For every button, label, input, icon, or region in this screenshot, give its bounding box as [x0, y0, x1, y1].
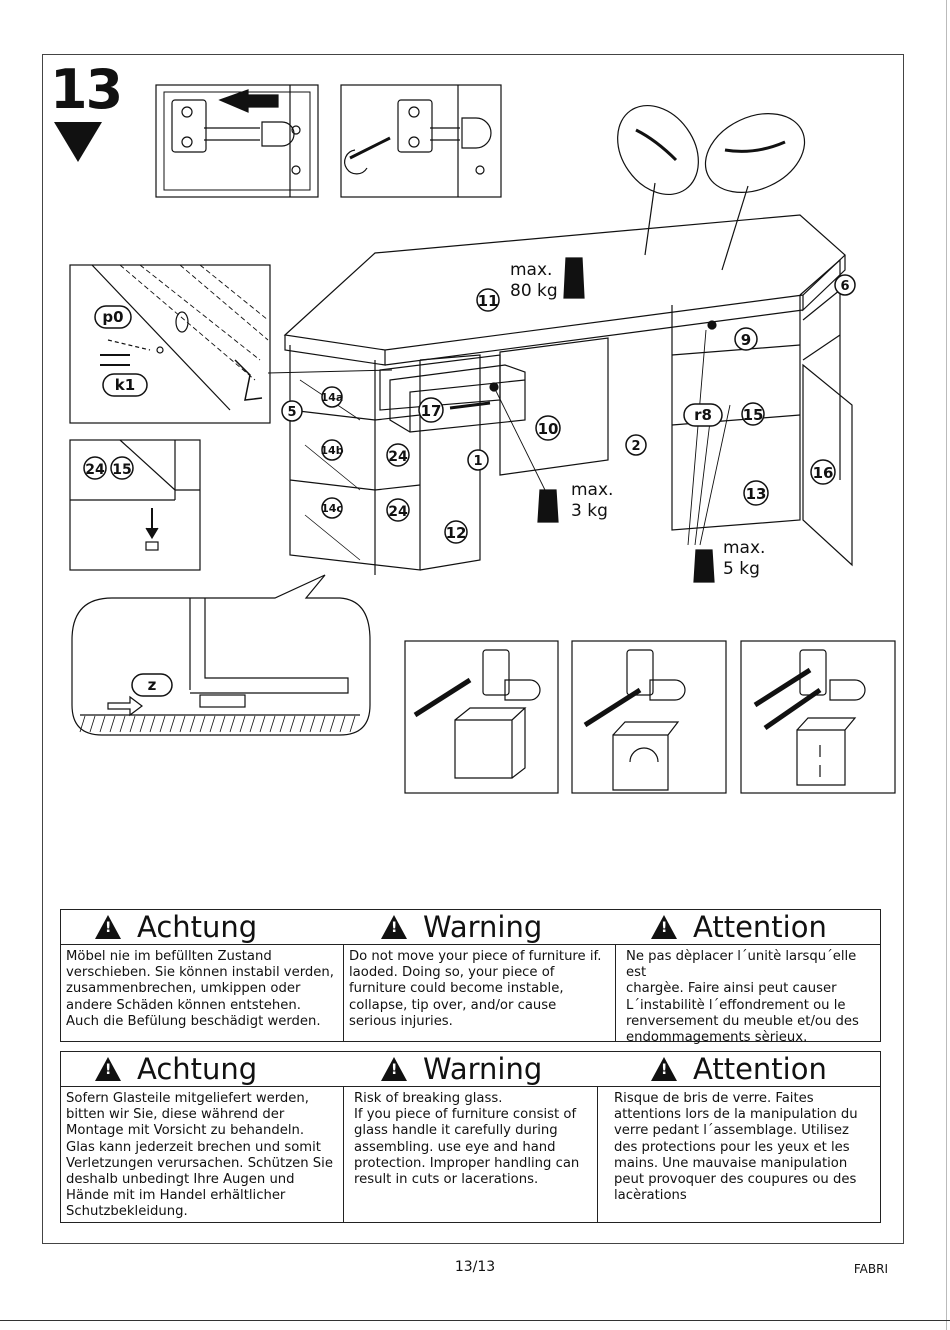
warning-title-de: Achtung	[95, 910, 257, 944]
bottom-rule	[0, 1320, 950, 1321]
part-label-z: z	[148, 676, 157, 694]
weight-80-max: max.	[510, 260, 552, 280]
hinge-adjust-3	[740, 640, 896, 794]
hinge-detail-2	[340, 84, 502, 198]
warning-triangle-icon	[381, 1057, 407, 1081]
hinge-adjust-1	[404, 640, 559, 794]
warning-title-en: Warning	[381, 910, 542, 944]
part-label-24a: 24	[85, 462, 105, 478]
assembly-illustration: p0 k1 24 15 14a 14b 14c 24 24 17 10 1 2 …	[69, 84, 896, 794]
part-label-15b: 15	[743, 406, 764, 424]
part-label-12: 12	[446, 524, 467, 542]
warning-text-en: Do not move your piece of furniture if. …	[343, 945, 615, 1041]
weight-5-value: 5 kg	[723, 559, 760, 579]
part-label-2: 2	[631, 439, 640, 454]
part-label-13: 13	[746, 485, 767, 503]
part-label-bubbles	[83, 274, 856, 697]
part-label-14a: 14a	[321, 391, 344, 404]
weight-3-max: max.	[571, 480, 613, 500]
warning-title-fr: Attention	[651, 910, 827, 944]
part-label-15a: 15	[112, 462, 131, 478]
weight-80-icon	[563, 257, 585, 299]
warning-section-moving: Achtung Warning Attention Möbel nie im b…	[60, 909, 881, 1045]
page-number: 13/13	[454, 1259, 496, 1275]
part-label-24c: 24	[388, 504, 408, 520]
part-label-14c: 14c	[321, 502, 343, 515]
warning-title-de: Achtung	[95, 1052, 257, 1086]
warning-texts: Möbel nie im befüllten Zustand verschieb…	[61, 944, 880, 1045]
part-label-1: 1	[473, 454, 482, 469]
warning-triangle-icon	[381, 915, 407, 939]
leveler-detail	[617, 104, 806, 271]
warning-triangle-icon	[651, 915, 677, 939]
part-label-16: 16	[813, 464, 834, 482]
page-edge-line	[946, 0, 947, 1330]
warning-text-de: Sofern Glasteile mitgeliefert werden, bi…	[66, 1091, 333, 1220]
warning-text-de: Möbel nie im befüllten Zustand verschieb…	[66, 949, 334, 1029]
part-label-r8: r8	[694, 406, 712, 424]
part-label-9: 9	[741, 331, 751, 349]
warning-triangle-icon	[95, 1057, 121, 1081]
part-label-k1: k1	[115, 376, 135, 394]
part-label-11: 11	[478, 292, 499, 310]
corner-desk-drawing	[267, 214, 853, 575]
weight-5-max: max.	[723, 538, 765, 558]
brand-name: FABRI	[853, 1262, 888, 1276]
warning-text-fr: Ne pas dèplacer l´unitè larsqu´elle est …	[615, 945, 880, 1045]
step-arrow-icon	[54, 122, 102, 162]
hinge-detail-1	[155, 84, 319, 198]
part-label-24b: 24	[388, 449, 408, 465]
dowel-detail	[69, 439, 201, 571]
part-label-p0: p0	[102, 308, 123, 326]
part-label-5: 5	[287, 405, 296, 420]
warning-title-fr: Attention	[651, 1052, 827, 1086]
step-number: 13	[50, 58, 123, 121]
warning-triangle-icon	[95, 915, 121, 939]
page-frame	[42, 54, 904, 1244]
hinge-adjust-2	[571, 640, 727, 794]
screw-detail	[69, 264, 271, 424]
weight-3-icon	[537, 489, 559, 523]
warning-header: Achtung Warning Attention	[61, 1052, 880, 1086]
warning-header: Achtung Warning Attention	[61, 910, 880, 944]
part-label-14b: 14b	[320, 444, 343, 457]
warning-texts: Sofern Glasteile mitgeliefert werden, bi…	[61, 1086, 880, 1222]
warning-triangle-icon	[651, 1057, 677, 1081]
weight-3-value: 3 kg	[571, 501, 608, 521]
warning-title-en: Warning	[381, 1052, 542, 1086]
weight-80-value: 80 kg	[510, 281, 558, 301]
part-label-6: 6	[840, 279, 849, 294]
floor-glider-detail	[71, 574, 371, 736]
warning-text-fr: Risque de bris de verre. Faites attentio…	[597, 1087, 880, 1222]
part-label-17: 17	[421, 402, 442, 420]
part-label-10: 10	[538, 420, 559, 438]
warning-text-en: Risk of breaking glass. If you piece of …	[343, 1087, 597, 1222]
warning-section-glass: Achtung Warning Attention Sofern Glastei…	[60, 1051, 881, 1223]
weight-5-icon	[693, 549, 715, 583]
